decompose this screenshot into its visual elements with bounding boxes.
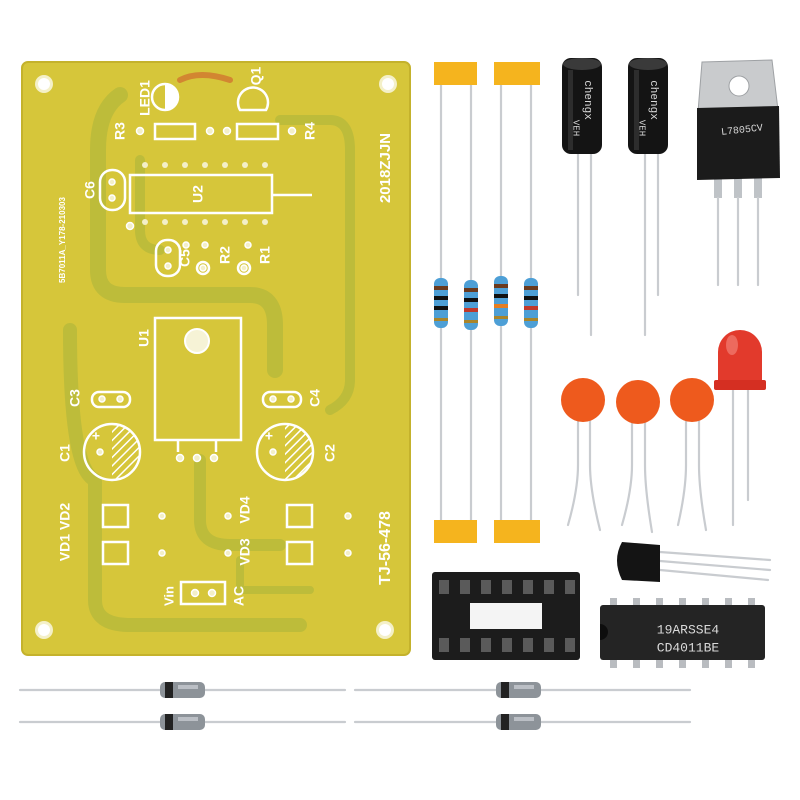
tape-bottom-left <box>434 520 477 543</box>
logic-ic: 19ARSSE4 CD4011BE <box>600 598 765 668</box>
c1-footprint <box>82 422 142 482</box>
led1-footprint <box>150 82 180 112</box>
diode <box>18 714 347 730</box>
label-r3: R3 <box>112 122 128 140</box>
label-c2: C2 <box>322 444 338 462</box>
label-c3: C3 <box>67 389 83 407</box>
label-ac: AC <box>231 586 247 606</box>
diode <box>353 714 692 730</box>
label-c5: C5 <box>177 249 193 267</box>
red-led <box>714 330 766 527</box>
c4-footprint <box>261 390 303 409</box>
ic-marking-line1: 19ARSSE4 <box>657 622 720 637</box>
label-c4: C4 <box>307 389 323 407</box>
resistor <box>434 278 448 328</box>
label-q1: Q1 <box>248 66 264 85</box>
u2-footprint <box>125 162 312 231</box>
transistor <box>617 542 772 582</box>
label-r2: R2 <box>217 246 233 264</box>
diode <box>353 682 692 698</box>
label-c1: C1 <box>57 444 73 462</box>
diode <box>18 682 347 698</box>
pcb-board: LED1 Q1 R3 R4 C6 U2 2018ZJJN C5 R2 R1 5B… <box>21 61 411 656</box>
label-r1: R1 <box>257 246 273 264</box>
label-r4: R4 <box>302 122 318 140</box>
diode-footprints <box>101 503 352 566</box>
label-vd4: VD4 <box>237 496 253 523</box>
label-c6: C6 <box>82 181 98 199</box>
resistor <box>494 276 508 326</box>
regulator-marking: L7805CV <box>721 123 764 138</box>
electrolytic-capacitor: chengx VEH <box>628 58 668 337</box>
voltage-regulator: L7805CV <box>697 59 780 287</box>
capacitor-series: VEH <box>571 120 581 136</box>
mounting-holes <box>35 75 397 639</box>
q1-footprint <box>236 86 270 112</box>
c3-footprint <box>90 390 132 409</box>
pcb-traces <box>63 72 355 632</box>
r4-footprint <box>222 122 297 141</box>
resistor-tape-strip <box>434 62 540 543</box>
label-led1: LED1 <box>137 80 153 116</box>
label-u2: U2 <box>190 185 206 203</box>
label-vd1-vd2: VD1 VD2 <box>57 503 73 562</box>
c5-footprint <box>154 238 182 278</box>
ceramic-capacitor <box>616 380 660 534</box>
r3-footprint <box>135 122 215 141</box>
vin-connector-footprint <box>179 580 227 606</box>
capacitor-series: VEH <box>637 120 647 136</box>
ic-socket <box>432 572 580 660</box>
part-number: TJ-56-478 <box>377 511 394 585</box>
regulator-leads <box>714 178 762 287</box>
ceramic-capacitor <box>670 378 714 532</box>
tape-top-left <box>434 62 477 85</box>
capacitor-brand: chengx <box>581 80 593 120</box>
capacitor-brand: chengx <box>647 80 659 120</box>
label-vin: Vin <box>161 586 176 606</box>
tape-bottom-right <box>494 520 540 543</box>
c6-footprint <box>98 168 127 212</box>
date-code: 2018ZJJN <box>377 133 394 203</box>
label-vd3: VD3 <box>237 538 253 565</box>
r2-r1-pads <box>182 241 252 276</box>
board-serial: 5B7011A_Y178-210303 <box>58 197 67 283</box>
ceramic-capacitor <box>561 378 605 532</box>
u1-footprint <box>153 316 243 463</box>
c2-plus-sign: + <box>265 428 273 444</box>
label-u1: U1 <box>136 329 152 347</box>
electrolytic-capacitor: chengx VEH <box>562 58 602 337</box>
tape-top-right <box>494 62 540 85</box>
resistor <box>524 278 538 328</box>
resistor <box>464 280 478 330</box>
c2-footprint <box>255 422 315 482</box>
c1-plus-sign: + <box>92 428 100 444</box>
ic-marking-line2: CD4011BE <box>657 640 720 655</box>
